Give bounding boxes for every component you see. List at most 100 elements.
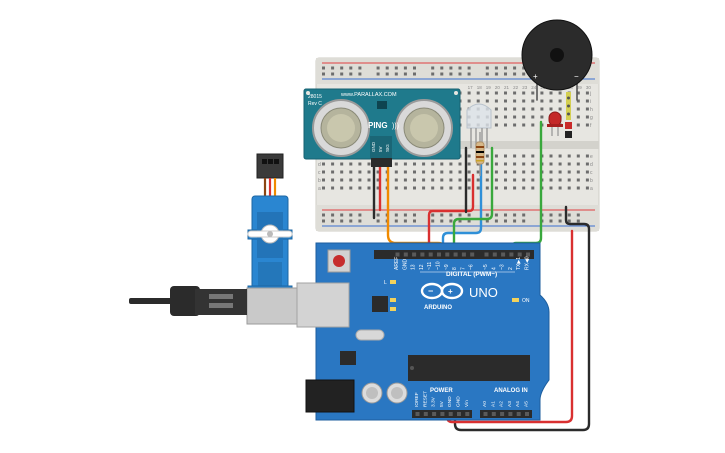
red-led[interactable] (547, 111, 563, 136)
digital-pin-label: ~11 (427, 262, 433, 270)
breadboard-row-letter: a (590, 186, 593, 192)
wire-blue-digital (441, 146, 483, 253)
board-model-text: UNO (469, 285, 498, 300)
sensor-pin-gnd: GND (371, 141, 376, 152)
buzzer-minus-label: − (574, 72, 579, 81)
digital-pin-socket[interactable] (492, 252, 497, 257)
power-pin-socket[interactable] (432, 412, 437, 416)
power-pin-socket[interactable] (415, 412, 420, 416)
analog-pin-label: A1 (490, 401, 496, 407)
digital-pin-label: ~9 (444, 264, 450, 270)
digital-pin-socket[interactable] (453, 252, 458, 257)
digital-pin-socket[interactable] (403, 252, 408, 257)
digital-pin-label: ~6 (469, 264, 475, 270)
analog-pin-socket[interactable] (508, 412, 513, 416)
power-pin-socket[interactable] (440, 412, 445, 416)
digital-pin-label: TX▶1 (516, 257, 522, 270)
wire-green-digital (452, 146, 494, 253)
analog-pin-socket[interactable] (525, 412, 529, 416)
reset-button-cap[interactable] (333, 255, 345, 267)
digital-pin-socket[interactable] (526, 252, 530, 257)
breadboard-column-number: 18 (477, 85, 483, 90)
piezo-buzzer[interactable]: + − (521, 19, 593, 91)
digital-pin-socket[interactable] (461, 252, 466, 257)
digital-pin-socket[interactable] (445, 252, 450, 257)
digital-pin-socket[interactable] (509, 252, 514, 257)
power-pin-socket[interactable] (448, 412, 453, 416)
sensor-part-number: 28015 (308, 94, 322, 100)
digital-pin-socket[interactable] (517, 252, 522, 257)
buzzer-plus-label: + (533, 72, 538, 81)
usb-cable (129, 286, 247, 316)
digital-pin-socket[interactable] (501, 252, 506, 257)
analog-in-label: ANALOG IN (494, 388, 528, 394)
arduino-infinity-logo: − + (420, 282, 464, 300)
breadboard-row-letter: g (590, 115, 593, 121)
breadboard-column-number: 17 (468, 85, 474, 90)
led-tx (390, 298, 396, 302)
digital-pin-socket[interactable] (437, 252, 441, 257)
sound-waves-icon: ))) (392, 123, 399, 130)
digital-pin-socket[interactable] (420, 252, 425, 257)
ping-sensor[interactable]: www.PARALLAX.COM 28015 Rev C PING ))) GN… (303, 88, 461, 167)
wire-black-gnd (453, 205, 591, 432)
crystal (355, 329, 385, 341)
breadboard-column-number: 29 (577, 85, 583, 90)
usb-port (246, 287, 298, 325)
digital-pin-socket[interactable] (484, 252, 489, 257)
digital-pin-label: 2 (508, 267, 514, 270)
breadboard-row-letter: e (590, 154, 593, 160)
power-pin-label: GND (456, 396, 462, 407)
power-pin-label: GND (447, 396, 453, 407)
power-pin-socket[interactable] (465, 412, 470, 416)
wire-red-digital (427, 173, 475, 253)
digital-pin-label: 8 (452, 267, 458, 270)
digital-pin-socket[interactable] (428, 252, 433, 257)
sensor-header-connector (371, 158, 392, 167)
digital-pin-socket[interactable] (395, 252, 400, 257)
led-l-label: L (384, 280, 387, 286)
ultrasonic-transducer-left (312, 99, 370, 157)
breadboard-column-number: 23 (522, 85, 528, 90)
breadboard-row-letter: j (589, 91, 591, 97)
breadboard-row-letter: c (318, 170, 321, 176)
power-label: POWER (430, 388, 453, 394)
resistor[interactable] (475, 132, 485, 176)
breadboard-column-number: 21 (504, 85, 510, 90)
digital-pin-label: 12 (419, 264, 425, 270)
breadboard-column-number: 20 (495, 85, 501, 90)
digital-pwm-label: DIGITAL (PWM~) (446, 271, 497, 278)
power-pin-label: IOREF (414, 392, 420, 407)
breadboard-column-number: 24 (531, 85, 537, 90)
svg-text:+: + (448, 287, 453, 296)
breadboard-row-letter: d (318, 162, 321, 168)
analog-pin-socket[interactable] (516, 412, 521, 416)
analog-pin-socket[interactable] (483, 412, 488, 416)
power-pin-socket[interactable] (423, 412, 428, 416)
buzzer-hole (550, 48, 564, 62)
digital-pin-label: 13 (411, 264, 417, 270)
analog-pin-label: A0 (482, 401, 488, 407)
digital-pin-label: RX◀0 (525, 256, 531, 270)
analog-pin-socket[interactable] (491, 412, 496, 416)
breadboard-row-letter: b (590, 178, 593, 184)
led-on-label: ON (522, 298, 530, 304)
analog-header[interactable] (480, 410, 532, 418)
usb-chip (372, 296, 388, 312)
sensor-chip (377, 101, 387, 109)
digital-pin-label: ~5 (483, 264, 489, 270)
rgb-led[interactable] (466, 103, 492, 148)
analog-pin-label: A4 (515, 401, 521, 407)
breadboard-row-letter: d (590, 162, 593, 168)
servo-motor[interactable] (247, 153, 293, 307)
digital-pin-socket[interactable] (412, 252, 417, 257)
digital-pin-label: 7 (460, 267, 466, 270)
power-pin-socket[interactable] (457, 412, 461, 416)
digital-pin-socket[interactable] (470, 252, 475, 257)
breadboard-column-number: 22 (513, 85, 519, 90)
analog-pin-socket[interactable] (500, 412, 505, 416)
power-pin-label: Vin (464, 400, 470, 407)
